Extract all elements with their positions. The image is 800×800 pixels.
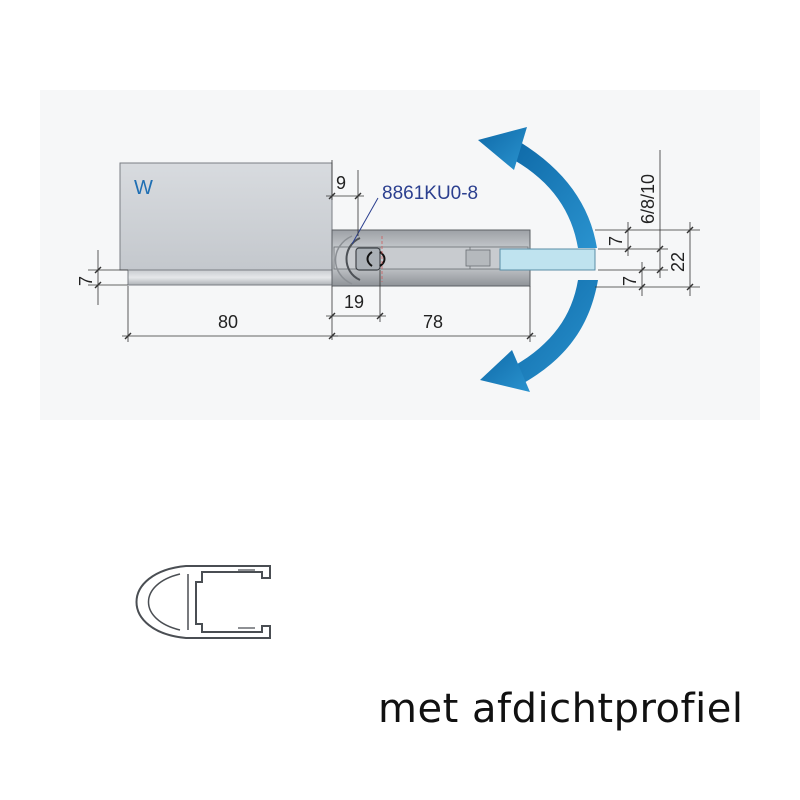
dimension-gap-top: 9 xyxy=(326,160,364,236)
dimension-bottom-margin-value: 7 xyxy=(620,276,640,286)
base-plate xyxy=(127,269,333,286)
dimension-hinge-offset-value: 19 xyxy=(344,292,364,312)
dimension-right-stack: 7 7 6/8/10 22 xyxy=(595,150,700,296)
caption-text: met afdichtprofiel xyxy=(378,686,744,732)
rotation-arrow-up-head xyxy=(478,127,527,170)
dimension-clamp-length: 78 xyxy=(332,286,536,342)
dimension-glass-thickness-value: 6/8/10 xyxy=(638,174,658,224)
dimension-wall-width-value: 80 xyxy=(218,312,238,332)
rotation-arrow-down xyxy=(514,280,598,384)
rotation-arrow-down-head xyxy=(480,350,530,392)
part-number-label: 8861KU0-8 xyxy=(382,183,478,204)
dimension-top-margin-value: 7 xyxy=(606,236,626,246)
dimension-plate-thickness-value: 7 xyxy=(76,276,96,286)
dimension-hinge-offset: 19 xyxy=(326,270,386,340)
part-number-leader xyxy=(351,197,379,245)
dimension-total-height-value: 22 xyxy=(668,252,688,272)
wall-block xyxy=(119,162,333,271)
dimension-gap-top-value: 9 xyxy=(336,173,346,193)
dimension-wall-width: 80 xyxy=(122,286,338,342)
rotation-arrow-up xyxy=(514,142,597,248)
dimension-clamp-length-value: 78 xyxy=(423,312,443,332)
hinge-clamp xyxy=(331,229,531,287)
glass-panel xyxy=(499,248,596,271)
wall-label: W xyxy=(134,177,153,199)
seal-profile-drawing xyxy=(135,565,271,639)
dimension-plate-thickness: 7 xyxy=(76,250,128,305)
